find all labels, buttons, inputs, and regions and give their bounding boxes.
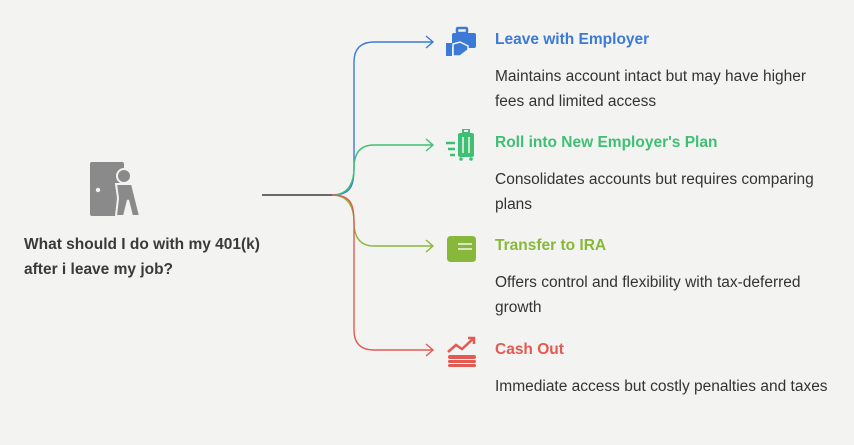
arrowhead-roll-into-plan: [425, 138, 435, 152]
root-question: What should I do with my 401(k) after i …: [24, 236, 260, 278]
branch-description-leave-with-employer: Maintains account intact but may have hi…: [495, 68, 807, 110]
person-exiting-door-icon: [88, 160, 148, 220]
branch-title-cash-out: Cash Out: [495, 341, 564, 358]
scroll-document-icon: [446, 232, 478, 264]
branch-description-roll-into-new-employer-plan: Consolidates accounts but requires compa…: [495, 171, 814, 213]
rising-chart-coins-icon: [446, 336, 478, 368]
connector-cash-out: [331, 194, 432, 351]
branch-title-leave-with-employer: Leave with Employer: [495, 31, 650, 48]
connector-roll-into-plan: [331, 144, 432, 196]
connector-leave-with-employer: [331, 41, 432, 196]
connector-transfer-to-ira: [331, 194, 432, 247]
branch-description-transfer-to-ira: Offers control and flexibility with tax-…: [495, 274, 801, 316]
arrowhead-leave-with-employer: [425, 35, 435, 49]
arrowhead-transfer-to-ira: [425, 239, 435, 253]
branch-title-transfer-to-ira: Transfer to IRA: [495, 237, 607, 254]
branch-title-roll-into-new-employer-plan: Roll into New Employer's Plan: [495, 134, 718, 151]
briefcase-hand-icon: [446, 26, 478, 58]
rolling-suitcase-icon: [446, 128, 478, 161]
branch-description-cash-out: Immediate access but costly penalties an…: [495, 378, 828, 395]
arrowhead-cash-out: [425, 343, 435, 357]
